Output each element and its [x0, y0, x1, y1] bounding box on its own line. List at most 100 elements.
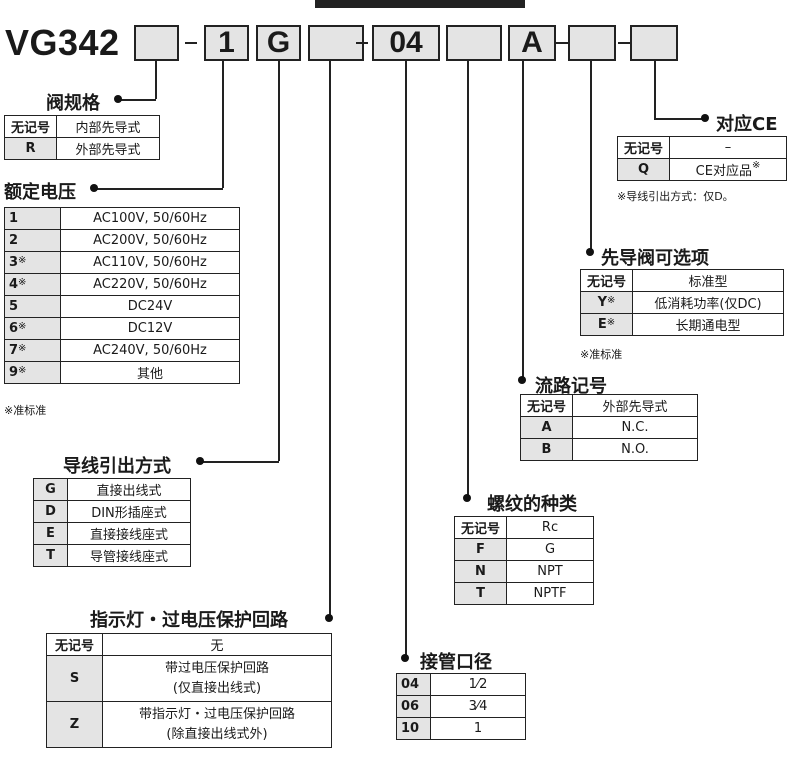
model-code-box: 1 [204, 25, 249, 61]
table-key: 无记号 [4, 115, 57, 138]
table-value-text: G [544, 542, 556, 557]
table-key: 6※ [4, 317, 61, 340]
thread-title: 螺纹的种类 [487, 494, 577, 515]
footnote-mark: ※ [18, 365, 27, 376]
table-key-text: 10 [401, 721, 420, 736]
connector-dot [586, 248, 594, 256]
model-code-box: G [256, 25, 301, 61]
connector-line [222, 61, 224, 188]
table-value: DC24V [60, 295, 240, 318]
table-value-text: AC240V, 50/60Hz [93, 343, 207, 358]
table-key: R [4, 137, 57, 160]
table-key-text: Q [637, 162, 650, 177]
table-key-text: 9 [9, 365, 19, 380]
model-code-box [308, 25, 364, 61]
voltage-note: ※准标准 [4, 404, 47, 417]
table-value-text: 直接接线座式 [89, 528, 168, 543]
connector-dot [401, 654, 409, 662]
table-value-text: NPT [537, 564, 563, 579]
table-value-text: N.C. [621, 420, 649, 435]
connector-line [118, 99, 156, 101]
table-row: 无记号– [617, 136, 787, 159]
table-key: 4※ [4, 273, 61, 296]
footnote-mark: ※ [607, 295, 616, 306]
table-value-line: 带指示灯・过电压保护回路 [138, 706, 295, 722]
table-key: D [33, 500, 68, 523]
table-key-text: 无记号 [586, 275, 626, 290]
table-value: AC220V, 50/60Hz [60, 273, 240, 296]
model-prefix: VG342 [5, 22, 120, 63]
table-key-text: 6 [9, 321, 19, 336]
table-value: 直接接线座式 [67, 522, 191, 545]
table-row: S 带过电压保护回路 (仅直接出线式) [46, 655, 332, 702]
table-row: E※ 长期通电型 [580, 313, 784, 336]
table-value: 导管接线座式 [67, 544, 191, 567]
table-value-text: DC24V [127, 299, 173, 314]
table-key: 5 [4, 295, 61, 318]
table-value: 其他 [60, 361, 240, 384]
table-value: NPTF [506, 582, 594, 605]
table-key-text: N [475, 564, 486, 579]
table-row: A N.C. [520, 416, 698, 439]
table-key: 06 [396, 695, 431, 718]
table-key: E [33, 522, 68, 545]
table-value-text: Rc [541, 520, 559, 535]
table-value: 无 [102, 633, 332, 656]
table-key: 3※ [4, 251, 61, 274]
model-code-box [446, 25, 502, 61]
table-key: E※ [580, 313, 633, 336]
table-row: 7※AC240V, 50/60Hz [4, 339, 240, 362]
table-value-line: (除直接出线式外) [166, 726, 268, 742]
table-value: 内部先导式 [56, 115, 160, 138]
voltage-title: 额定电压 [4, 182, 76, 203]
table-key-text: 2 [9, 233, 19, 248]
table-key: 10 [396, 717, 431, 740]
code-separator-dash [618, 42, 630, 44]
table-value-text: DIN形插座式 [91, 506, 167, 521]
table-value: N.C. [572, 416, 698, 439]
table-key: A [520, 416, 573, 439]
table-key-text: 无记号 [460, 522, 500, 537]
connector-line [522, 61, 524, 380]
connector-line [278, 61, 280, 461]
table-value: 直接出线式 [67, 478, 191, 501]
connector-line [94, 188, 223, 190]
table-value-text: – [724, 140, 732, 155]
footnote-mark: ※ [18, 321, 27, 332]
table-value-text: 其他 [136, 367, 163, 382]
table-key-text: A [541, 420, 552, 435]
table-value-text: 外部先导式 [602, 400, 668, 415]
table-row: 无记号 内部先导式 [4, 115, 160, 138]
table-key: N [454, 560, 507, 583]
connector-dot [325, 614, 333, 622]
indicator-title: 指示灯・过电压保护回路 [90, 610, 288, 631]
table-key-text: G [45, 482, 56, 497]
port-size-title: 接管口径 [420, 652, 492, 673]
table-value-text: 长期通电型 [675, 319, 741, 334]
table-row: 9※ 其他 [4, 361, 240, 384]
ce-note: ※导线引出方式：仅D。 [617, 190, 734, 203]
table-value: 3⁄4 [430, 695, 526, 718]
model-code-box [568, 25, 616, 61]
table-value: 标准型 [632, 269, 784, 292]
table-key: Q [617, 158, 670, 181]
code-separator-dash [356, 42, 368, 44]
table-row: 6※ DC12V [4, 317, 240, 340]
table-row: N NPT [454, 560, 594, 583]
valve-spec-table: 无记号 内部先导式 R 外部先导式 [4, 115, 160, 160]
code-separator-dash [185, 42, 197, 44]
table-key-text: E [597, 317, 607, 332]
table-value: 1⁄2 [430, 673, 526, 696]
table-row: Y※低消耗功率(仅DC) [580, 291, 784, 314]
table-key-text: 1 [9, 211, 19, 226]
table-value-text: DC12V [127, 321, 173, 336]
table-row: 无记号 Rc [454, 516, 594, 539]
table-key: 无记号 [580, 269, 633, 292]
table-row: 无记号 无 [46, 633, 332, 656]
